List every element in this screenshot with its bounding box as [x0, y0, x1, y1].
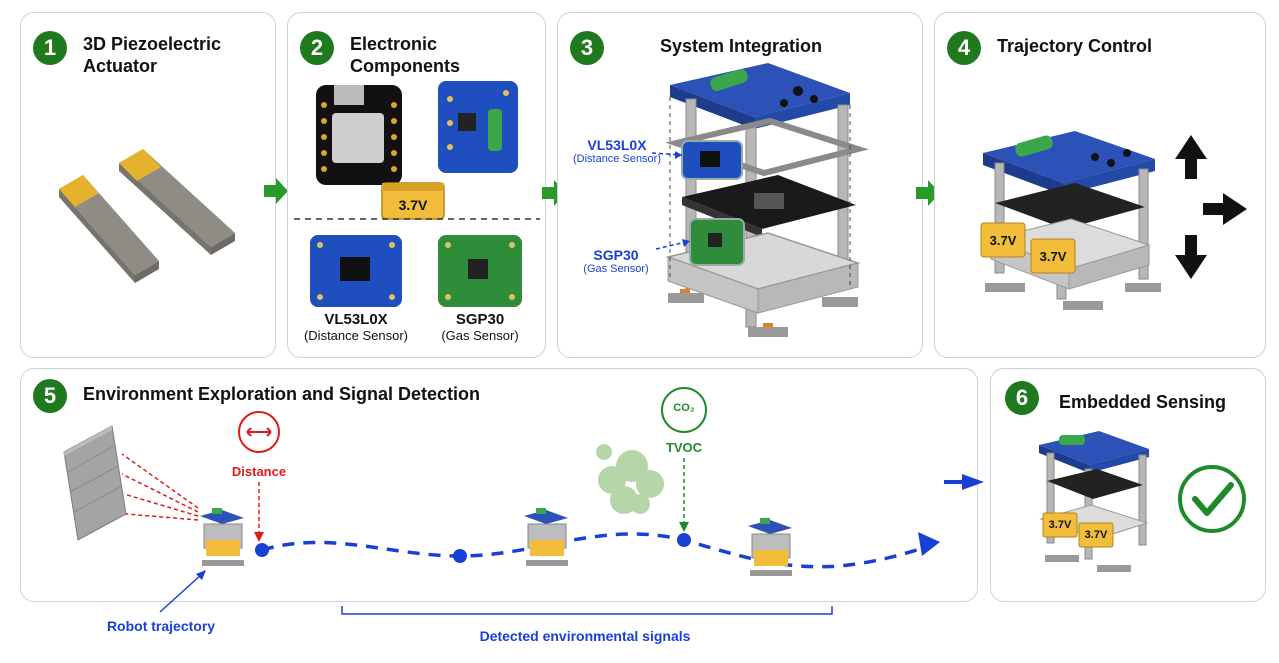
vl53l0x-board	[310, 235, 402, 307]
robot-mini-2	[524, 508, 568, 566]
integration-sgp30-name: SGP30	[593, 247, 639, 263]
accelerometer-board	[438, 81, 518, 173]
sgp30-board	[438, 235, 522, 307]
panel-actuator: 1 3D Piezoelectric Actuator	[20, 12, 276, 358]
direction-arrows	[1175, 135, 1247, 279]
sgp30-desc: (Gas Sensor)	[441, 328, 519, 343]
panel-trajectory-control: 4 Trajectory Control 3.7V 3.7V	[934, 12, 1266, 358]
integration-sgp30-desc: (Gas Sensor)	[583, 263, 649, 275]
panel-integration: 3 System Integration	[557, 12, 923, 358]
step-badge-2: 2	[300, 31, 334, 65]
robot6-battery-label-2: 3.7V	[1084, 529, 1108, 541]
panel-title-2: Electronic Components	[350, 34, 460, 76]
actuator-bar-1	[59, 175, 159, 283]
vl53l0x-desc: (Distance Sensor)	[303, 328, 409, 343]
components-illustration	[294, 81, 540, 307]
panel-title-4: Trajectory Control	[997, 36, 1153, 56]
battery-label: 3.7V	[398, 197, 428, 213]
signal-point-mid	[453, 549, 467, 563]
gas-cloud	[596, 444, 664, 514]
panel-title-5: Environment Exploration and Signal Detec…	[83, 384, 481, 404]
integration-vl53l0x-label: VL53L0X (Distance Sensor)	[562, 137, 672, 165]
signal-point-gas	[677, 533, 691, 547]
panel-embedded-sensing: 6 Embedded Sensing 3.7V 3.7V	[990, 368, 1266, 602]
integration-sgp30-label: SGP30 (Gas Sensor)	[566, 247, 666, 275]
robot4-battery-label-1: 3.7V	[989, 233, 1017, 248]
actuator-bar-2	[119, 149, 235, 255]
exploded-robot-illustration	[651, 63, 869, 337]
sgp30-label: SGP30 (Gas Sensor)	[420, 311, 540, 343]
check-icon	[1178, 465, 1246, 533]
robot-illustration-4	[980, 131, 1247, 310]
robot-illustration-6	[1039, 431, 1246, 572]
detected-signals-label: Detected environmental signals	[479, 628, 691, 644]
step-badge-3: 3	[570, 31, 604, 65]
trajectory-arrowhead	[918, 532, 940, 556]
integration-vl53l0x-desc: (Distance Sensor)	[572, 153, 662, 165]
robot4-battery-label-2: 3.7V	[1039, 249, 1067, 264]
robot-mini-1	[200, 508, 244, 566]
signals-bracket	[341, 606, 833, 615]
robot-trajectory-label: Robot trajectory	[106, 618, 216, 634]
panel-title-1: 3D Piezoelectric Actuator	[83, 34, 222, 76]
microcontroller-board	[316, 85, 402, 185]
step-badge-6: 6	[1005, 381, 1039, 415]
robot-mini-3	[748, 518, 792, 576]
robot6-battery-label-1: 3.7V	[1048, 519, 1072, 531]
co2-sensor-icon	[661, 387, 707, 433]
step-badge-1: 1	[33, 31, 67, 65]
wall	[63, 425, 127, 541]
panel-title-3: System Integration	[660, 36, 823, 56]
robot-trajectory-path	[261, 532, 931, 569]
integration-vl53l0x-name: VL53L0X	[587, 137, 647, 153]
sgp30-name: SGP30	[455, 311, 505, 328]
battery-cell	[381, 182, 445, 220]
step-badge-5: 5	[33, 379, 67, 413]
panel-components: 2 Electronic Components	[287, 12, 546, 358]
vl53l0x-label: VL53L0X (Distance Sensor)	[296, 311, 416, 343]
tvoc-label: TVOC	[665, 440, 703, 455]
panel-exploration: 5 Environment Exploration and Signal Det…	[20, 368, 978, 602]
vl53l0x-name: VL53L0X	[324, 311, 388, 328]
step-badge-4: 4	[947, 31, 981, 65]
co2-icon-text: CO₂	[673, 402, 695, 414]
flow-arrow-5	[962, 474, 984, 490]
panel-title-6: Embedded Sensing	[1059, 392, 1227, 412]
signal-point-distance	[255, 543, 269, 557]
piezo-actuators-illustration	[59, 149, 235, 283]
distance-label: Distance	[231, 464, 287, 479]
